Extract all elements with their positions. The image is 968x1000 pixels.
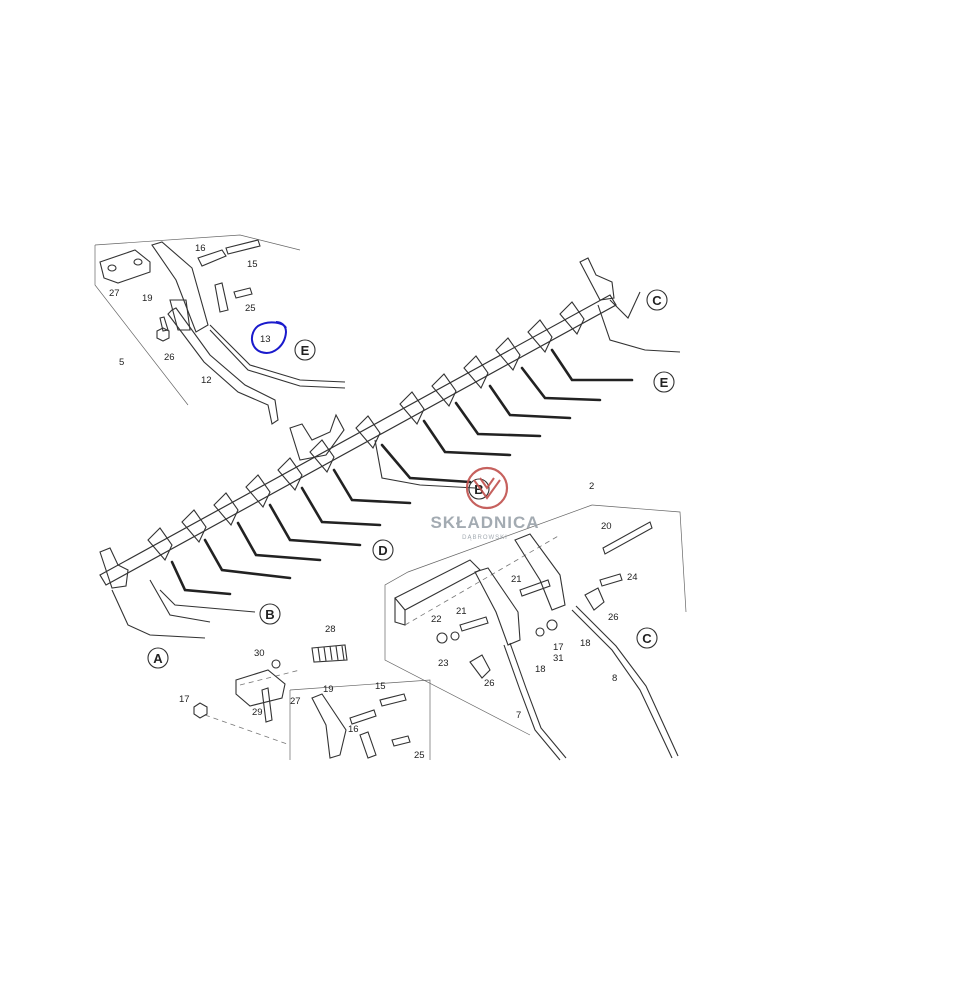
callout-13: 13 xyxy=(260,334,271,345)
tine-holder xyxy=(431,373,542,438)
callout-26: 26 xyxy=(484,678,495,689)
detail-frame-top-left xyxy=(94,234,301,406)
highlight-part-13: 13 xyxy=(251,321,288,354)
callout-26: 26 xyxy=(608,612,619,623)
callout-15: 15 xyxy=(375,681,386,692)
svg-text:C: C xyxy=(642,631,652,646)
callout-26: 26 xyxy=(164,352,175,363)
callout-19: 19 xyxy=(323,684,334,695)
hand-drawn-circle xyxy=(251,321,288,354)
svg-text:E: E xyxy=(660,375,669,390)
reference-marker-a: A xyxy=(147,647,169,669)
svg-text:B: B xyxy=(265,607,274,622)
callout-17: 17 xyxy=(553,642,564,653)
callout-21: 21 xyxy=(511,574,522,585)
callout-29: 29 xyxy=(252,707,263,718)
callout-22: 22 xyxy=(431,614,442,625)
tine-holder xyxy=(245,474,362,547)
reference-marker-c: C xyxy=(636,627,658,649)
connector-rods xyxy=(111,291,681,639)
watermark-title: SKŁADNICA xyxy=(430,513,539,532)
watermark-subtitle: DĄBROWSKI xyxy=(462,535,508,541)
callout-18: 18 xyxy=(580,638,591,649)
tine-holder xyxy=(181,509,292,580)
callout-19: 19 xyxy=(142,293,153,304)
callout-25: 25 xyxy=(245,303,256,314)
callout-27: 27 xyxy=(290,696,301,707)
bottom-detail-parts xyxy=(193,659,431,760)
end-bracket-right xyxy=(579,257,615,301)
reference-marker-c: C xyxy=(646,289,668,311)
tine-assemblies xyxy=(99,257,634,596)
callout-31: 31 xyxy=(553,653,564,664)
callout-30: 30 xyxy=(254,648,265,659)
callout-25: 25 xyxy=(414,750,425,761)
callout-2: 2 xyxy=(589,481,594,492)
callout-16: 16 xyxy=(348,724,359,735)
callout-15: 15 xyxy=(247,259,258,270)
right-detail-parts xyxy=(394,521,679,761)
callout-17: 17 xyxy=(179,694,190,705)
reference-marker-e: E xyxy=(294,339,316,361)
tine-holder xyxy=(355,415,472,484)
reference-markers: C E E B D B C A xyxy=(147,289,675,669)
svg-text:A: A xyxy=(153,651,163,666)
callout-7: 7 xyxy=(516,710,521,721)
tine-holder xyxy=(213,492,322,562)
callout-5: 5 xyxy=(119,357,124,368)
callout-8: 8 xyxy=(612,673,617,684)
callout-12: 12 xyxy=(201,375,212,386)
callout-16: 16 xyxy=(195,243,206,254)
spring xyxy=(311,644,348,663)
detail-frame-right xyxy=(384,504,687,736)
callout-21: 21 xyxy=(456,606,467,617)
reference-marker-b: B xyxy=(259,603,281,625)
tine-holder xyxy=(399,391,512,457)
svg-text:D: D xyxy=(378,543,387,558)
callout-27: 27 xyxy=(109,288,120,299)
callout-labels: 16 15 27 19 25 26 5 12 2 20 21 24 21 26 … xyxy=(109,243,638,761)
tine-holder xyxy=(147,527,232,596)
center-bracket xyxy=(289,413,345,461)
svg-text:E: E xyxy=(301,343,310,358)
main-shaft xyxy=(99,294,617,586)
svg-text:B: B xyxy=(474,482,483,497)
end-bracket-left xyxy=(99,547,129,589)
reference-marker-d: D xyxy=(372,539,394,561)
callout-24: 24 xyxy=(627,572,638,583)
callout-23: 23 xyxy=(438,658,449,669)
callout-20: 20 xyxy=(601,521,612,532)
tine-holder xyxy=(495,337,602,402)
svg-text:C: C xyxy=(652,293,662,308)
callout-18: 18 xyxy=(535,664,546,675)
tine-holder xyxy=(309,439,412,505)
reference-marker-b: B xyxy=(468,478,490,500)
tine-holder xyxy=(277,457,382,527)
top-left-detail-parts xyxy=(99,239,346,425)
tine-holder xyxy=(527,319,634,382)
tine-holder xyxy=(559,301,585,336)
callout-28: 28 xyxy=(325,624,336,635)
watermark: SKŁADNICA DĄBROWSKI xyxy=(430,466,539,541)
reference-marker-e: E xyxy=(653,371,675,393)
tine-holder xyxy=(463,355,572,420)
watermark-logo xyxy=(465,466,509,510)
